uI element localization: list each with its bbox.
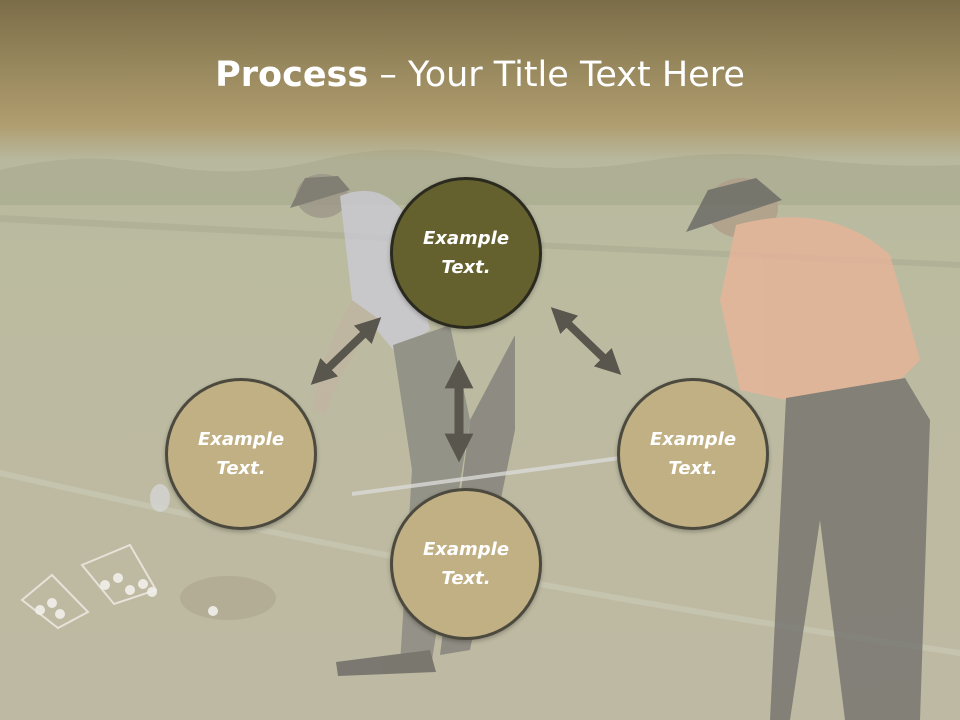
process-node-top-label: Example Text. xyxy=(422,228,510,278)
process-node-top[interactable]: Example Text. xyxy=(390,177,542,329)
process-node-left[interactable]: Example Text. xyxy=(165,378,317,530)
title-band xyxy=(0,0,960,160)
process-node-bottom[interactable]: Example Text. xyxy=(390,488,542,640)
double-arrow-top-left xyxy=(310,317,382,385)
double-arrow-top-right xyxy=(550,307,622,375)
slide-title: Process – Your Title Text Here xyxy=(0,52,960,98)
slide-title-bold: Process xyxy=(215,55,369,95)
process-node-right-label: Example Text. xyxy=(649,429,737,479)
process-node-right[interactable]: Example Text. xyxy=(617,378,769,530)
process-node-bottom-label: Example Text. xyxy=(422,539,510,589)
process-node-left-label: Example Text. xyxy=(197,429,285,479)
slide-title-rest: – Your Title Text Here xyxy=(368,55,745,95)
